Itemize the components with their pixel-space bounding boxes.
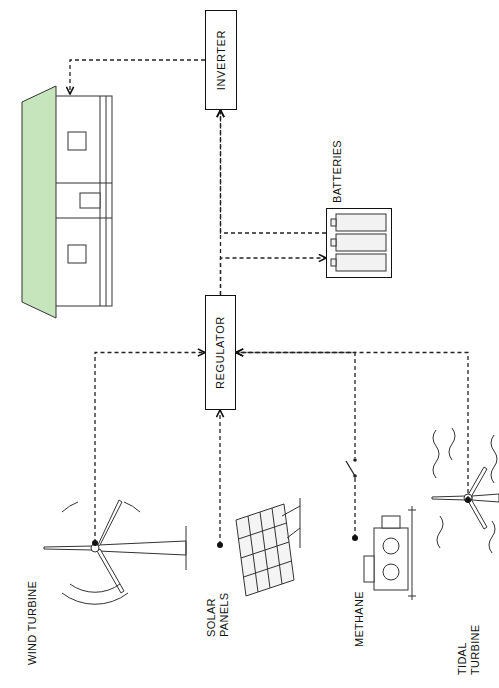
house-figure-part bbox=[106, 96, 107, 306]
solar-panel-figure-part bbox=[236, 504, 294, 596]
power-connector bbox=[236, 353, 355, 539]
solar-panel-figure-part bbox=[272, 508, 282, 584]
methane-generator-figure-part bbox=[364, 556, 374, 582]
power-connector bbox=[221, 110, 327, 233]
component-name: BATTERIES bbox=[331, 140, 344, 203]
source-label: TIDAL TURBINE bbox=[456, 500, 492, 676]
tidal-turbine-figure-part bbox=[433, 430, 439, 478]
source-name: WIND TURBINE bbox=[26, 580, 39, 666]
tidal-turbine-figure-part bbox=[449, 428, 455, 460]
house-figure-part bbox=[68, 132, 86, 150]
wind-turbine-figure-part bbox=[62, 593, 128, 604]
tidal-turbine-figure-part bbox=[468, 467, 487, 497]
source-dot bbox=[352, 535, 358, 541]
house-figure-part bbox=[56, 218, 112, 219]
component-name: INVERTER bbox=[215, 30, 228, 90]
house-figure-part bbox=[56, 183, 112, 184]
source-name: METHANE bbox=[353, 590, 366, 648]
source-name: SOLAR PANELS bbox=[205, 574, 231, 638]
battery-cells-part bbox=[331, 219, 336, 226]
solar-panel-figure bbox=[236, 498, 300, 596]
switch-symbol bbox=[346, 458, 361, 478]
tidal-turbine-figure-part bbox=[489, 521, 495, 553]
battery-cells-part bbox=[331, 239, 336, 246]
solar-panel-figure-part bbox=[282, 506, 300, 516]
wind-turbine-figure-part bbox=[124, 502, 140, 512]
tidal-turbine-figure-part bbox=[464, 494, 472, 502]
wind-turbine-figure-part bbox=[62, 502, 78, 512]
methane-generator-figure-part bbox=[382, 516, 400, 528]
battery-cells-part bbox=[336, 254, 386, 271]
tidal-turbine-figure-part bbox=[491, 435, 497, 483]
tidal-turbine-figure-part bbox=[472, 494, 499, 502]
component-name: REGULATOR bbox=[214, 316, 227, 389]
battery-cells-part bbox=[336, 234, 386, 251]
wind-turbine-figure-part bbox=[186, 526, 187, 570]
tidal-turbine-figure-part bbox=[468, 499, 487, 529]
source-name: TIDAL TURBINE bbox=[456, 612, 482, 676]
tidal-turbine-figure-part bbox=[432, 496, 466, 500]
house-figure-part bbox=[68, 245, 86, 263]
wind-turbine-figure-part bbox=[70, 584, 120, 592]
wind-turbine-figure-part bbox=[97, 549, 124, 593]
wind-turbine-figure-part bbox=[97, 500, 122, 547]
source-dot bbox=[217, 542, 223, 548]
solar-panel-figure-part bbox=[287, 528, 300, 538]
wind-turbine-figure-part bbox=[44, 546, 93, 550]
house-figure-part bbox=[80, 193, 100, 208]
battery-cells bbox=[331, 214, 386, 271]
solar-panel-figure-part bbox=[248, 516, 258, 592]
inverter-box: INVERTER bbox=[205, 10, 237, 110]
switch-symbol-part bbox=[346, 461, 355, 476]
house-figure-part bbox=[55, 96, 112, 306]
battery-cells-part bbox=[336, 214, 386, 231]
methane-generator-figure-part bbox=[374, 528, 408, 590]
source-label: METHANE bbox=[349, 538, 419, 648]
power-connector bbox=[219, 410, 220, 545]
methane-generator-figure-part bbox=[408, 596, 416, 597]
power-connector bbox=[236, 353, 468, 501]
methane-generator-figure-part bbox=[383, 564, 399, 580]
methane-generator-figure-part bbox=[412, 506, 413, 600]
methane-generator-figure-part bbox=[408, 510, 416, 511]
wind-turbine-figure-part bbox=[98, 541, 186, 555]
solar-panel-figure-part bbox=[260, 512, 270, 588]
power-connector bbox=[95, 353, 205, 544]
regulator-box: REGULATOR bbox=[205, 295, 236, 410]
battery-box: BATTERIES bbox=[326, 208, 392, 278]
house-figure-part bbox=[22, 86, 56, 318]
tidal-turbine-figure bbox=[432, 428, 499, 553]
power-connector bbox=[221, 258, 327, 295]
wind-turbine-figure bbox=[44, 500, 186, 604]
source-label: SOLAR PANELS bbox=[205, 545, 295, 638]
tidal-turbine-figure-part bbox=[437, 516, 443, 548]
solar-panel-figure-part bbox=[300, 498, 301, 548]
source-dot bbox=[92, 540, 98, 546]
switch-symbol-part bbox=[353, 458, 357, 462]
battery-cells-part bbox=[331, 259, 336, 266]
methane-generator-figure bbox=[364, 506, 416, 600]
supply-wire bbox=[70, 60, 205, 94]
source-label: WIND TURBINE bbox=[22, 543, 182, 666]
methane-generator-figure-part bbox=[383, 538, 399, 554]
house-figure bbox=[22, 86, 112, 318]
source-dot bbox=[465, 497, 471, 503]
